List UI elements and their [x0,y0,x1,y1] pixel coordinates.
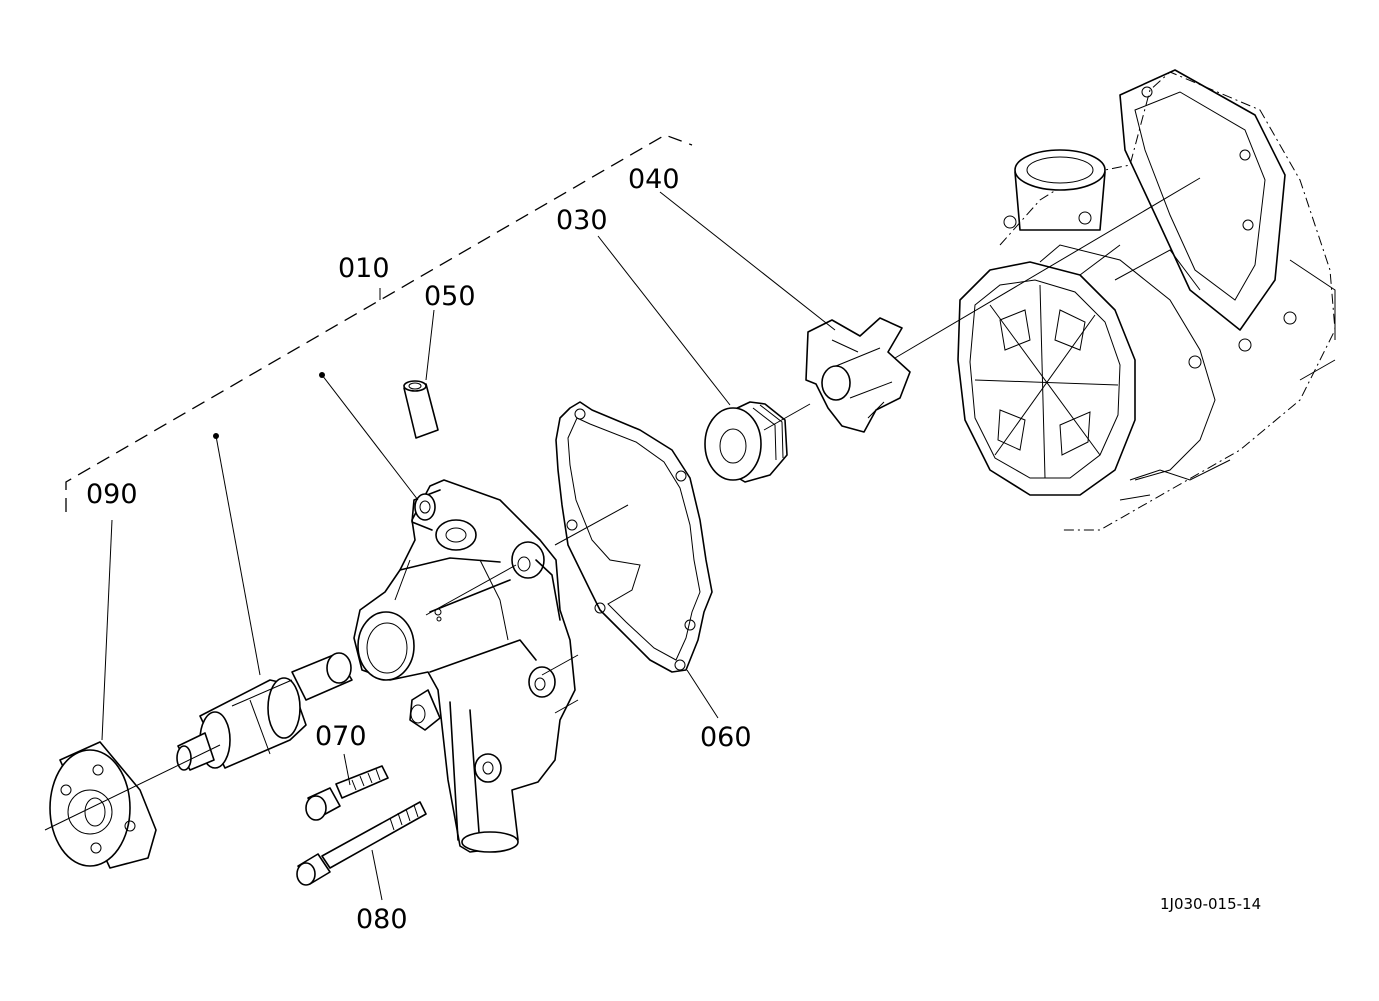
callout-070: 070 [315,721,367,752]
dot-marker [213,433,219,439]
part-070-bolt [305,765,389,821]
leader-lines [101,191,836,901]
callout-090: 090 [86,479,138,510]
part-040-impeller [805,317,911,433]
callout-060: 060 [700,722,752,753]
callout-080: 080 [356,904,408,935]
part-050-pipe [403,380,439,439]
part-030-seal [704,401,811,483]
callout-030: 030 [556,205,608,236]
bearing-shaft [176,652,353,771]
drawing-code: 1J030-015-14 [1160,895,1261,913]
pump-housing [353,479,579,853]
part-060-gasket [554,401,713,673]
callout-010: 010 [338,253,390,284]
callout-050: 050 [424,281,476,312]
engine-block [894,69,1336,531]
part-080-bolt [296,801,427,886]
part-090-flange [49,741,157,869]
axis-centerline [44,744,221,831]
assembly-bracket [65,134,693,512]
dot-marker [319,372,325,378]
callout-040: 040 [628,164,680,195]
